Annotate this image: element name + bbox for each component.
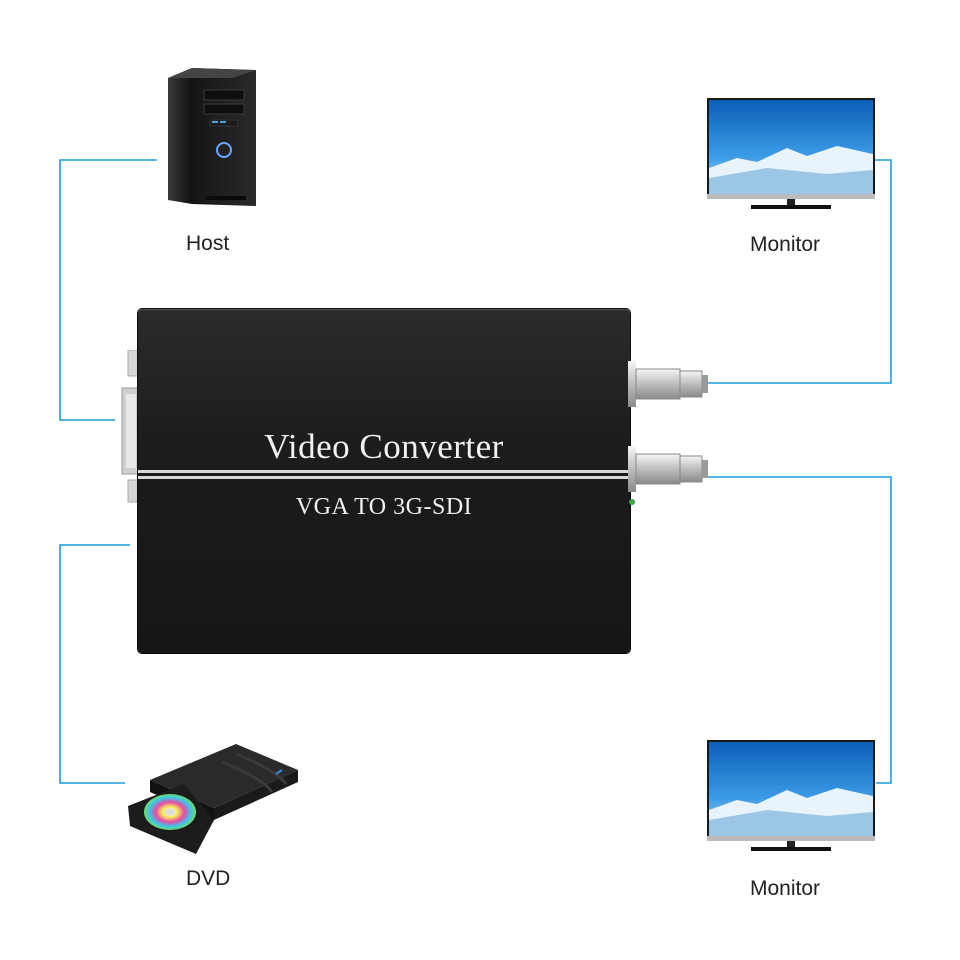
dvd-label: DVD [186, 867, 231, 890]
divider-line [138, 476, 630, 479]
desktop-tower-icon [168, 68, 256, 206]
converter-to-top-monitor-line [705, 159, 892, 384]
monitor-top-label: Monitor [750, 233, 821, 256]
converter-subtitle: VGA TO 3G-SDI [295, 494, 473, 520]
bnc-connector-icon [628, 446, 708, 505]
monitor-bottom-label: Monitor [750, 877, 821, 900]
host-label: Host [186, 232, 230, 255]
monitor-icon [707, 98, 875, 209]
video-converter-device: Video Converter VGA TO 3G-SDI [138, 309, 630, 653]
converter-title: Video Converter [264, 427, 504, 466]
vga-connector-icon [121, 350, 141, 503]
bnc-connector-icon [628, 361, 708, 407]
monitor-icon [707, 740, 875, 851]
divider-line [138, 470, 630, 473]
dvd-to-converter-line [59, 544, 130, 784]
dvd-drive-icon [128, 744, 298, 854]
host-to-converter-line [59, 159, 157, 421]
converter-to-bottom-monitor-line [705, 476, 892, 784]
